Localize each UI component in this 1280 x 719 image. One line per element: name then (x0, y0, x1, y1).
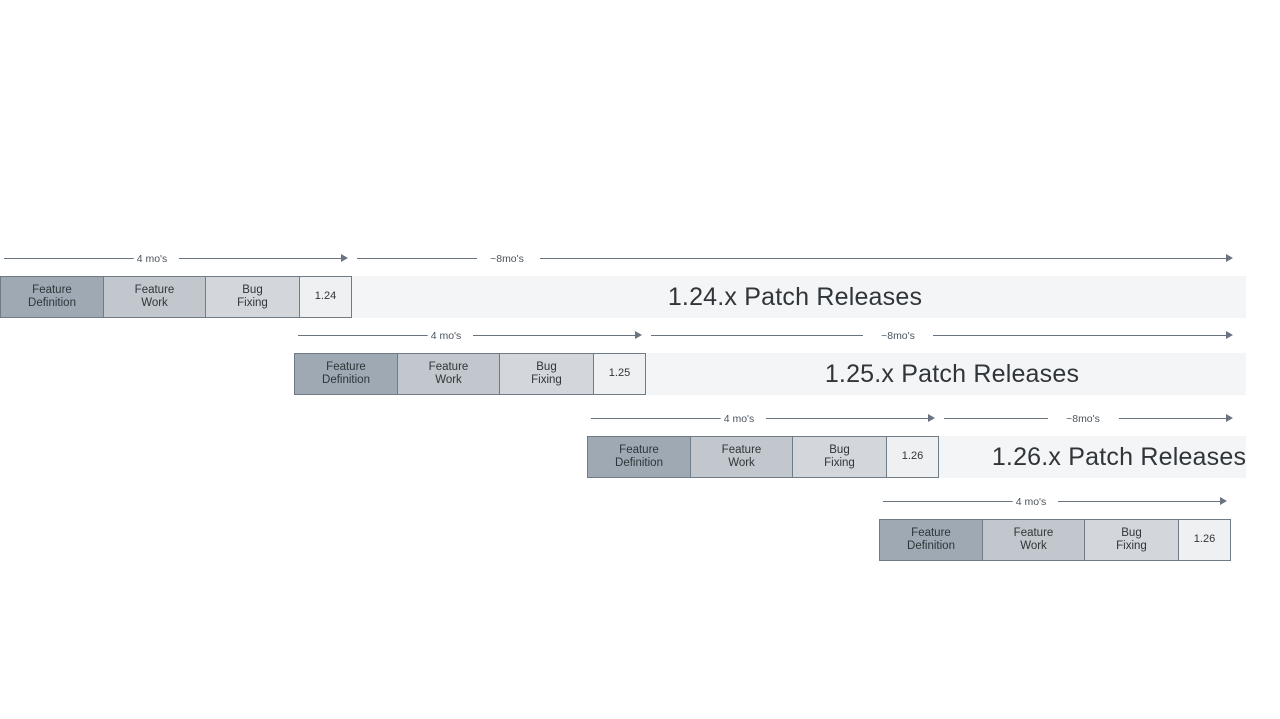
measure-arrowhead (1226, 330, 1233, 339)
phase-label-line2: Definition (615, 457, 663, 469)
version-tag-1-26: 1.26 (887, 437, 938, 477)
patch-duration-measure-1-26: ~8mo's (944, 409, 1233, 429)
phase-label-line2: Work (1020, 540, 1047, 552)
version-tag-1-25: 1.25 (594, 354, 645, 394)
dev-duration-label-1-26-next: 4 mo's (1012, 492, 1050, 512)
dev-duration-measure-1-26-next: 4 mo's (883, 492, 1227, 512)
phase-label-line2: Fixing (1116, 540, 1147, 552)
phase-feature-work-1-25: Feature Work (398, 354, 500, 394)
measure-line-right (540, 258, 1226, 259)
patch-duration-label-1-25: ~8mo's (878, 326, 918, 346)
phase-label-line1: Feature (1013, 526, 1054, 539)
phase-bug-fixing-1-24: Bug Fixing (206, 277, 300, 317)
measure-line-right (179, 258, 341, 259)
measure-line-left (4, 258, 142, 259)
phase-label-line1: Bug (829, 443, 850, 456)
measure-line-right (1058, 501, 1220, 502)
phase-label-line1: Feature (911, 526, 951, 539)
measure-arrowhead (341, 253, 348, 262)
patch-duration-label-1-24: ~8mo's (487, 249, 527, 269)
phase-feature-work-1-26-next: Feature Work (983, 520, 1085, 560)
dev-duration-label-1-25: 4 mo's (427, 326, 465, 346)
version-tag-1-26-next: 1.26 (1179, 520, 1230, 560)
dev-duration-label-1-26: 4 mo's (720, 409, 758, 429)
phase-label-line2: Fixing (237, 297, 268, 309)
measure-line-right (766, 418, 928, 419)
phase-label-line2: Work (435, 374, 462, 386)
phase-label-line1: Feature (32, 283, 72, 296)
phase-label-line1: Feature (721, 443, 762, 456)
version-tag-1-24: 1.24 (300, 277, 351, 317)
phase-label-line1: Feature (134, 283, 175, 296)
phase-label-line1: Feature (619, 443, 659, 456)
phase-bug-fixing-1-25: Bug Fixing (500, 354, 594, 394)
phase-feature-definition-1-24: Feature Definition (1, 277, 104, 317)
measure-arrowhead (1220, 496, 1227, 505)
measure-line-left (883, 501, 1021, 502)
phase-bar-1-26-next: Feature Definition Feature Work Bug Fixi… (879, 519, 1231, 561)
phase-feature-definition-1-25: Feature Definition (295, 354, 398, 394)
version-tag-label: 1.26 (1193, 533, 1216, 546)
phase-bar-1-25: Feature Definition Feature Work Bug Fixi… (294, 353, 646, 395)
phase-bar-1-26: Feature Definition Feature Work Bug Fixi… (587, 436, 939, 478)
phase-label-line2: Definition (28, 297, 76, 309)
patch-duration-measure-1-25: ~8mo's (651, 326, 1233, 346)
measure-line-left (944, 418, 1048, 419)
measure-line-left (298, 335, 436, 336)
measure-arrowhead (635, 330, 642, 339)
phase-bug-fixing-1-26: Bug Fixing (793, 437, 887, 477)
phase-feature-work-1-24: Feature Work (104, 277, 206, 317)
phase-label-line2: Work (728, 457, 755, 469)
measure-arrowhead (1226, 253, 1233, 262)
dev-duration-label-1-24: 4 mo's (133, 249, 171, 269)
measure-arrowhead (928, 413, 935, 422)
measure-arrowhead (1226, 413, 1233, 422)
version-tag-label: 1.26 (901, 450, 924, 463)
dev-duration-measure-1-26: 4 mo's (591, 409, 935, 429)
version-tag-label: 1.24 (314, 290, 337, 303)
phase-feature-definition-1-26: Feature Definition (588, 437, 691, 477)
phase-feature-definition-1-26-next: Feature Definition (880, 520, 983, 560)
phase-label-line1: Bug (242, 283, 263, 296)
dev-duration-measure-1-25: 4 mo's (298, 326, 642, 346)
phase-label-line2: Work (141, 297, 168, 309)
patch-duration-label-1-26: ~8mo's (1063, 409, 1103, 429)
phase-label-line1: Feature (428, 360, 469, 373)
phase-label-line1: Bug (1121, 526, 1142, 539)
phase-label-line2: Definition (907, 540, 955, 552)
measure-line-left (357, 258, 477, 259)
phase-bug-fixing-1-26-next: Bug Fixing (1085, 520, 1179, 560)
version-tag-label: 1.25 (608, 367, 631, 380)
patch-band-label-1-26: 1.26.x Patch Releases (991, 442, 1247, 471)
phase-bar-1-24: Feature Definition Feature Work Bug Fixi… (0, 276, 352, 318)
phase-label-line2: Definition (322, 374, 370, 386)
phase-label-line1: Bug (536, 360, 557, 373)
measure-line-right (1119, 418, 1226, 419)
phase-label-line2: Fixing (531, 374, 562, 386)
dev-duration-measure-1-24: 4 mo's (4, 249, 348, 269)
measure-line-right (473, 335, 635, 336)
patch-duration-measure-1-24: ~8mo's (357, 249, 1233, 269)
phase-label-line2: Fixing (824, 457, 855, 469)
patch-band-label-1-25: 1.25.x Patch Releases (824, 359, 1080, 388)
measure-line-right (933, 335, 1226, 336)
patch-band-label-1-24: 1.24.x Patch Releases (667, 282, 923, 311)
measure-line-left (651, 335, 863, 336)
measure-line-left (591, 418, 729, 419)
phase-label-line1: Feature (326, 360, 366, 373)
phase-feature-work-1-26: Feature Work (691, 437, 793, 477)
